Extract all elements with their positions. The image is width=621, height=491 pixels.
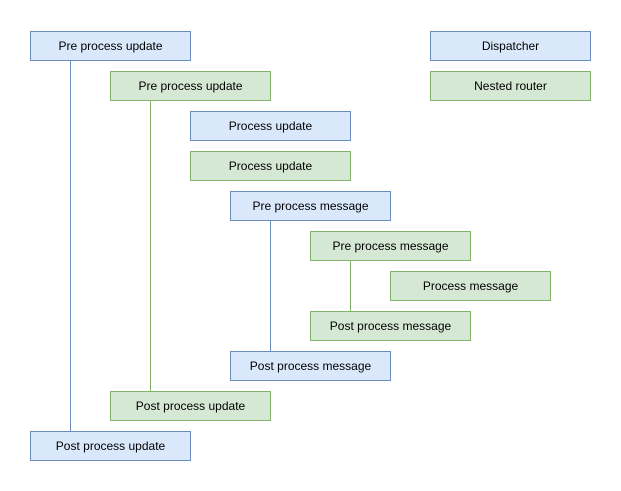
flow-node-label: Post process message bbox=[329, 319, 452, 333]
flow-node-process-update: Process update bbox=[190, 111, 351, 141]
connector-nested-router-1 bbox=[150, 101, 151, 391]
flow-node-label: Post process message bbox=[249, 359, 372, 373]
connector-nested-router-3 bbox=[350, 261, 351, 311]
legend-item-nested-router: Nested router bbox=[430, 71, 591, 101]
legend-item-dispatcher: Dispatcher bbox=[430, 31, 591, 61]
flow-node-process-update: Process update bbox=[190, 151, 351, 181]
flow-node-label: Post process update bbox=[55, 439, 166, 453]
flow-node-label: Pre process update bbox=[58, 39, 163, 53]
legend-item-label: Dispatcher bbox=[481, 39, 540, 53]
flow-node-process-message: Process message bbox=[390, 271, 551, 301]
flow-node-pre-process-message: Pre process message bbox=[310, 231, 471, 261]
flow-node-label: Pre process message bbox=[252, 199, 369, 213]
flow-node-label: Pre process message bbox=[332, 239, 449, 253]
flow-node-post-process-update: Post process update bbox=[110, 391, 271, 421]
flow-node-post-process-message: Post process message bbox=[310, 311, 471, 341]
flow-node-pre-process-message: Pre process message bbox=[230, 191, 391, 221]
flow-node-label: Post process update bbox=[135, 399, 246, 413]
connector-dispatcher-2 bbox=[270, 221, 271, 351]
flow-node-pre-process-update: Pre process update bbox=[110, 71, 271, 101]
flow-node-label: Process message bbox=[422, 279, 519, 293]
flow-node-pre-process-update: Pre process update bbox=[30, 31, 191, 61]
legend-item-label: Nested router bbox=[474, 79, 547, 93]
connector-dispatcher-0 bbox=[70, 61, 71, 431]
flow-node-label: Pre process update bbox=[138, 79, 243, 93]
flow-node-post-process-update: Post process update bbox=[30, 431, 191, 461]
flow-node-post-process-message: Post process message bbox=[230, 351, 391, 381]
flow-node-label: Process update bbox=[228, 159, 313, 173]
flow-node-label: Process update bbox=[228, 119, 313, 133]
